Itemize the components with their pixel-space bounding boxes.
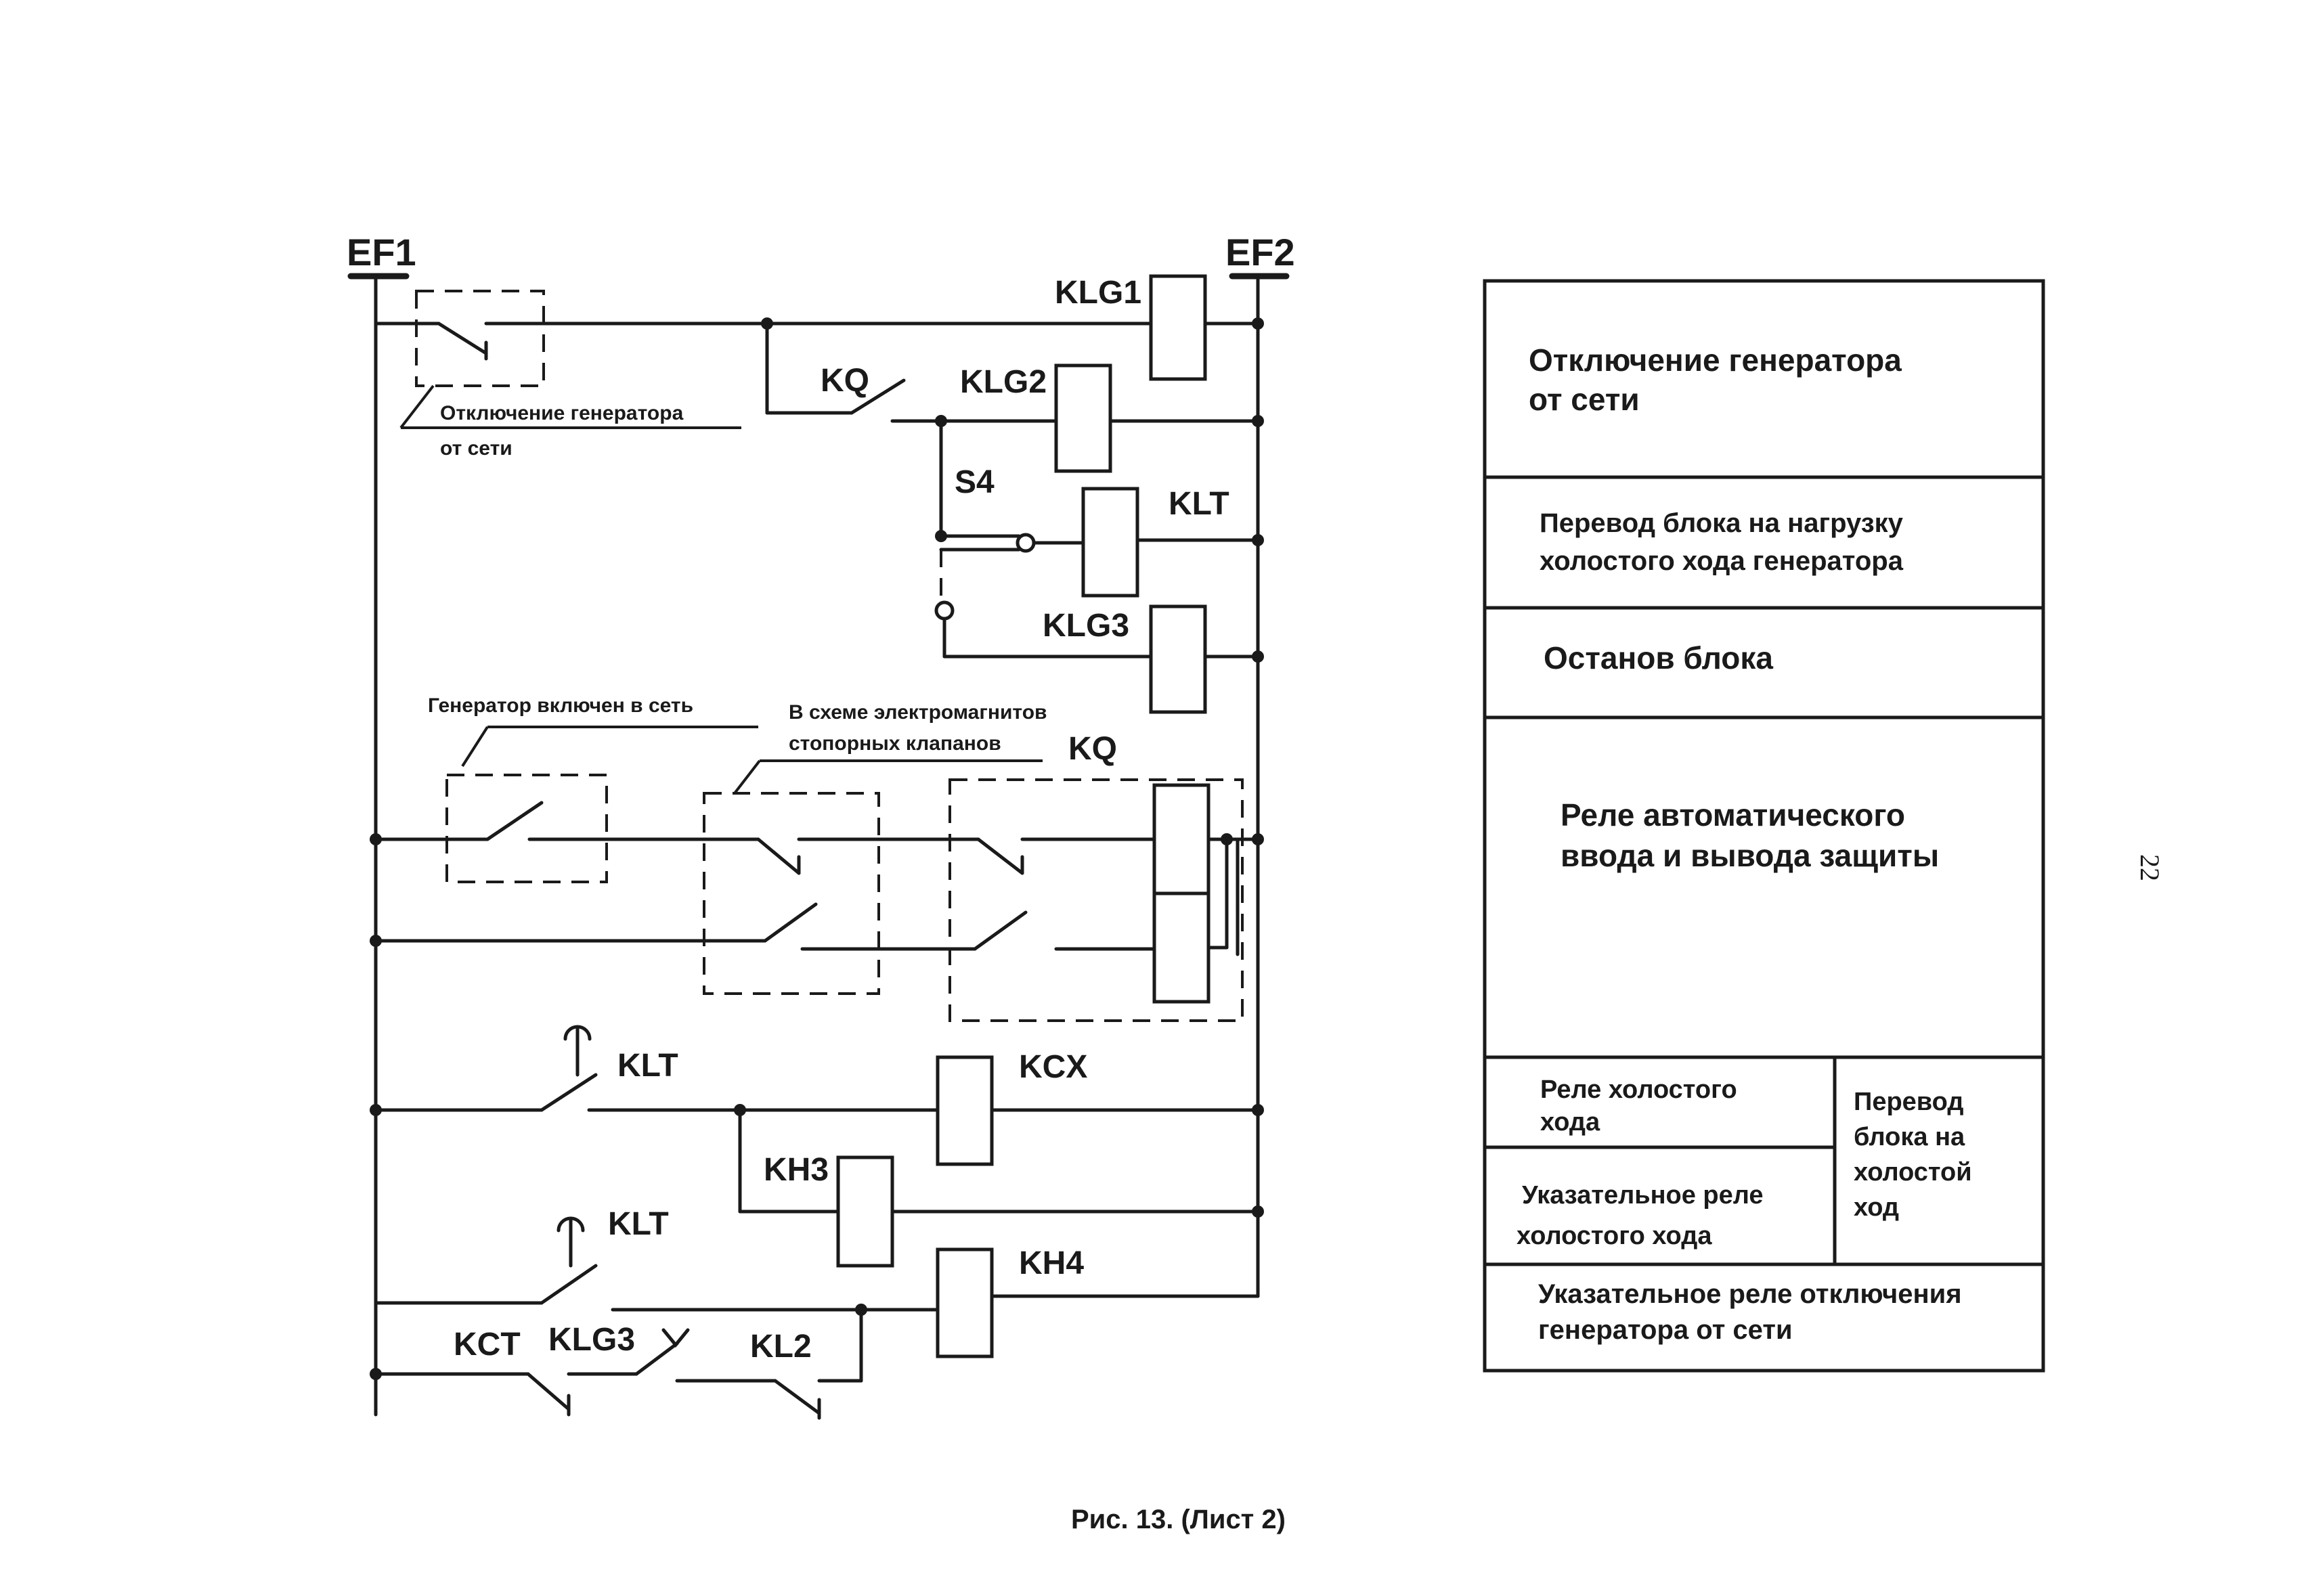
row-klg1: Отключение генератора от сети KLG1 — [374, 274, 1264, 460]
legend-row6-line2: генератора от сети — [1538, 1315, 1793, 1345]
legend-row2-line1: Перевод блока на нагрузку — [1540, 508, 1904, 538]
legend-table: Отключение генератора от сети Перевод бл… — [1483, 279, 2045, 1373]
row-klt: S4 KLT — [934, 419, 1264, 659]
legend-row5a-line1: Реле холостого — [1540, 1076, 1737, 1104]
coil-klg1 — [1149, 274, 1207, 381]
row-kq-block: Генератор включен в сеть В схеме электро… — [370, 694, 1264, 1022]
coil-klg3 — [1149, 604, 1207, 714]
legend-row1-line2: от сети — [1529, 382, 1640, 417]
label-kcx: KCX — [1019, 1049, 1087, 1085]
switch-s4-knob-icon — [1016, 533, 1036, 553]
valves-contact-frame — [703, 792, 880, 995]
legend-row1-line1: Отключение генератора — [1529, 342, 1902, 378]
coil-klt — [1081, 487, 1139, 598]
klg3-contact-icon — [661, 1328, 690, 1348]
legend-row5c-line1: Перевод — [1854, 1088, 1963, 1116]
coil-kh4 — [936, 1247, 994, 1358]
gen-off-contact-frame — [415, 290, 545, 387]
row-kcx: KLT KCX KH3 — [370, 1025, 1264, 1268]
coil-klg2 — [1054, 363, 1112, 473]
gen-on-contact-frame — [445, 774, 608, 883]
contact-kl2-label: KL2 — [750, 1329, 812, 1365]
contact-klg3-label: KLG3 — [548, 1322, 635, 1358]
figure-caption: Рис. 13. (Лист 2) — [1071, 1505, 1286, 1534]
legend-row5a-line2: хода — [1540, 1108, 1600, 1136]
note-gen-on: Генератор включен в сеть — [428, 694, 693, 717]
legend-row6-line1: Указательное реле отключения — [1538, 1279, 1962, 1309]
label-klg1: KLG1 — [1055, 275, 1141, 311]
contact-kq-label: KQ — [821, 363, 869, 399]
coil-kcx — [936, 1055, 994, 1166]
label-klg3: KLG3 — [1043, 608, 1129, 644]
legend-row2-line2: холостого хода генератора — [1540, 546, 1904, 576]
note-gen-off-line2: от сети — [440, 437, 512, 460]
coil-kh3 — [836, 1155, 894, 1268]
label-kh3: KH3 — [764, 1152, 829, 1188]
label-klg2: KLG2 — [960, 364, 1047, 400]
contact-kct-label: KCT — [454, 1327, 521, 1362]
note-valves-line2: стопорных клапанов — [789, 732, 1001, 755]
page-number: 22 — [2135, 854, 2165, 881]
legend-row4-line1: Реле автоматического — [1561, 797, 1905, 833]
legend-row3: Останов блока — [1544, 640, 1773, 675]
row-kh4: KLT KH4 — [374, 1206, 1260, 1358]
contact-klt-1-label: KLT — [617, 1048, 678, 1084]
contact-klt-2-label: KLT — [608, 1206, 669, 1242]
rail-ef1: EF1 — [347, 231, 416, 1417]
label-kh4: KH4 — [1019, 1245, 1084, 1281]
label-kq-coil: KQ — [1068, 731, 1117, 767]
switch-s4-label: S4 — [955, 464, 995, 500]
rail-ef1-label: EF1 — [347, 231, 416, 273]
kq-relay-frame — [948, 778, 1244, 1022]
legend-row5b-line2: холостого хода — [1517, 1222, 1712, 1250]
row-klg2: KQ KLG2 — [765, 322, 1264, 473]
legend-row5c-line4: ход — [1854, 1193, 1899, 1222]
note-valves-line1: В схеме электромагнитов — [789, 701, 1047, 724]
row-klg3: KLG3 — [942, 604, 1264, 714]
legend-row5b-line1: Указательное реле — [1522, 1181, 1764, 1210]
legend-row5c-line2: блока на — [1854, 1123, 1965, 1151]
rail-ef2: EF2 — [1225, 231, 1295, 1298]
legend-row4-line2: ввода и вывода защиты — [1561, 838, 1939, 873]
label-klt: KLT — [1169, 486, 1229, 522]
rail-ef2-label: EF2 — [1225, 231, 1295, 273]
note-gen-off-line1: Отключение генератора — [440, 402, 684, 424]
legend-row5c-line3: холостой — [1854, 1158, 1972, 1187]
row-kct-kl2: KCT KLG3 KL2 — [370, 1308, 863, 1420]
